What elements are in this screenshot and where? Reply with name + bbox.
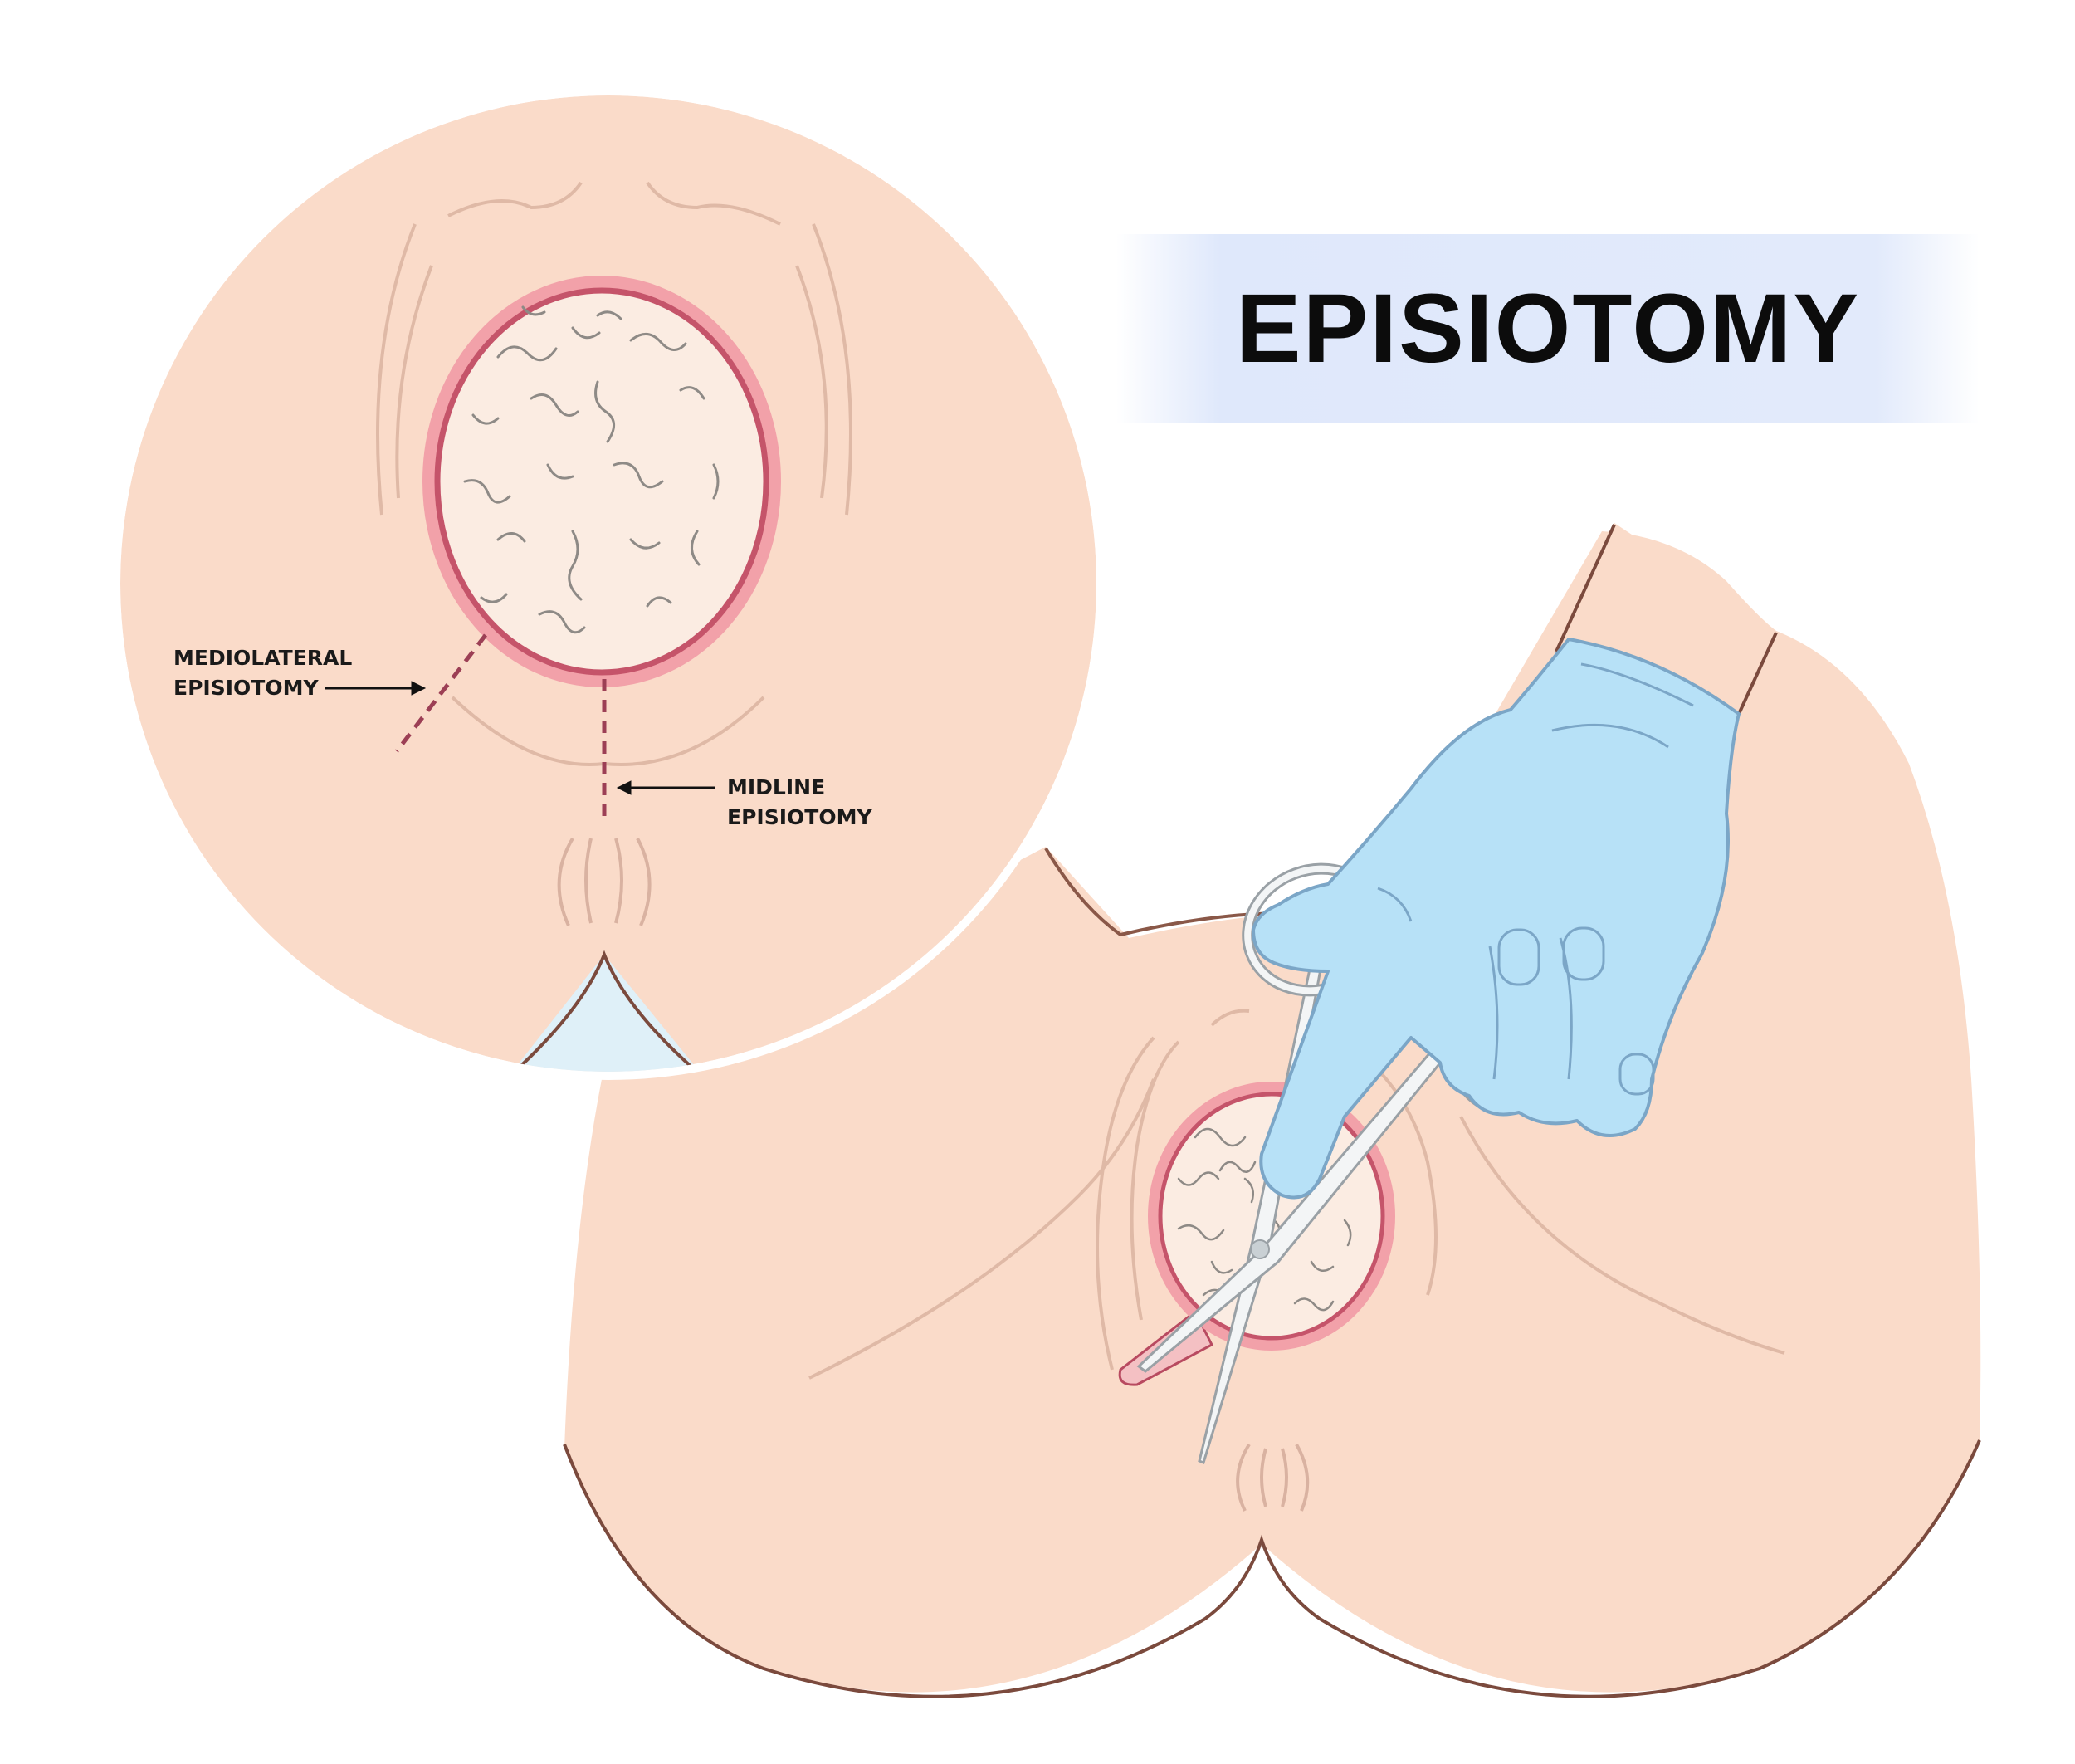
inset-crowning-head xyxy=(434,287,769,676)
mediolateral-label: MEDIOLATERAL EPISIOTOMY xyxy=(173,643,352,703)
gloved-hand xyxy=(1252,638,1741,1200)
inset-anus xyxy=(557,837,652,926)
inset-opening-glow xyxy=(422,276,781,687)
main-anatomy xyxy=(563,523,1981,1698)
anus xyxy=(1236,1443,1310,1512)
forearm-outline xyxy=(1555,524,1778,715)
buttocks-outline xyxy=(563,1439,1981,1698)
mediolateral-incision-line xyxy=(395,633,487,753)
mediolateral-label-line2: EPISIOTOMY xyxy=(173,676,319,700)
midline-arrow xyxy=(616,780,715,795)
mediolateral-label-line1: MEDIOLATERAL xyxy=(173,646,353,670)
hair-inset xyxy=(463,305,720,634)
midline-label-line2: EPISIOTOMY xyxy=(727,805,872,829)
glove-detail-lines xyxy=(1377,662,1694,1096)
page-title: EPISIOTOMY xyxy=(1235,274,1861,384)
midline-label-line1: MIDLINE xyxy=(727,775,826,799)
mediolateral-arrow xyxy=(325,681,427,696)
midline-label: MIDLINE EPISIOTOMY xyxy=(727,773,872,833)
magnified-inset xyxy=(112,87,1105,1080)
crowning-opening-glow xyxy=(1148,1082,1395,1351)
inset-vagina-gap xyxy=(506,955,706,1072)
inset-buttock-outline xyxy=(505,950,707,1072)
title-banner xyxy=(1116,234,1980,423)
